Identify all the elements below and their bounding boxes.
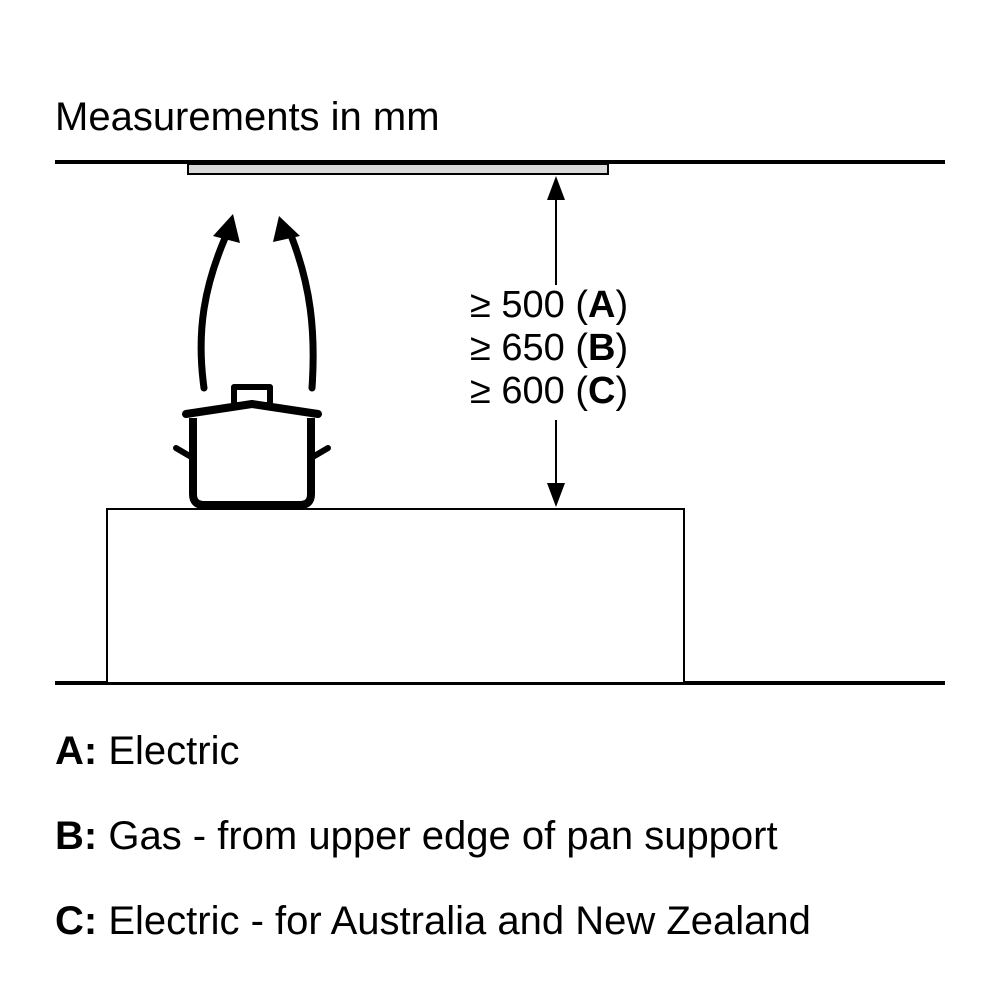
clearance-value-c: ≥ 600 (C) — [470, 370, 629, 412]
dimension-arrow-bottom — [547, 483, 565, 507]
hob-cabinet — [106, 508, 685, 684]
legend-item-c: C: Electric - for Australia and New Zeal… — [55, 899, 811, 943]
legend-item-b: B: Gas - from upper edge of pan support — [55, 814, 778, 858]
clearance-dimension — [547, 176, 565, 507]
clearance-values: ≥ 500 (A) ≥ 650 (B) ≥ 600 (C) — [470, 284, 628, 413]
legend-item-a: A: Electric — [55, 729, 240, 773]
diagram-title: Measurements in mm — [55, 95, 440, 139]
clearance-value-b: ≥ 650 (B) — [470, 327, 629, 369]
cooker-hood — [187, 163, 609, 175]
dimension-arrow-top — [547, 176, 565, 200]
steam-arrows-icon — [197, 214, 317, 392]
cooking-pot-icon — [173, 384, 331, 509]
clearance-value-a: ≥ 500 (A) — [470, 284, 629, 326]
